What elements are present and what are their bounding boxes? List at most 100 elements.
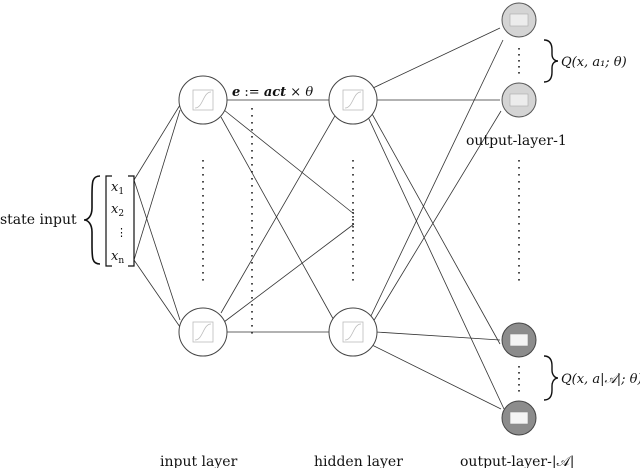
ellipsis-dot [352,167,354,169]
right-curly-brace-top [543,39,559,83]
activation-curve [194,91,212,109]
edge-hidden-bottom-to-output-3 [375,331,501,341]
output-neuron-1 [501,2,537,38]
edge-input-bottom-to-hidden-top [220,113,337,314]
q-value-bottom: Q(x, a|𝒜|; θ) [561,372,640,387]
output-layer-A-label: output-layer-|𝒜| [460,454,575,468]
ellipsis-dot [518,366,520,368]
ellipsis-dot [251,164,253,166]
ellipsis-dot [251,185,253,187]
ellipsis-dot [518,181,520,183]
ellipsis-dot [202,160,204,162]
output-neuron-4 [501,400,537,436]
ellipsis-dot [518,188,520,190]
ellipsis-dot [352,174,354,176]
edge-formula: e := act × θ [232,85,313,100]
ellipsis-dot [202,258,204,260]
vector-dots: ⋮ [116,226,127,239]
ellipsis-dot [518,72,520,74]
hidden-layer-vdots [352,160,354,281]
state-input-label: state input [0,212,77,228]
edge-input-top-to-hidden-mid [223,109,355,215]
edge-input-top-to-hidden-bottom [220,116,337,325]
ellipsis-dot [251,255,253,257]
ellipsis-dot [202,223,204,225]
ellipsis-dot [202,181,204,183]
output-layer-1-label: output-layer-1 [466,133,567,149]
ellipsis-dot [352,223,354,225]
vector-xn: xn [111,249,124,266]
ellipsis-dot [518,390,520,392]
vector-x2: x2 [111,202,124,219]
ellipsis-dot [352,230,354,232]
ellipsis-dot [251,227,253,229]
ellipsis-dot [202,167,204,169]
ellipsis-dot [518,48,520,50]
hidden-layer-neuron-bottom [328,307,378,357]
output-neuron-2 [501,82,537,118]
ellipsis-dot [251,129,253,131]
ellipsis-dot [518,384,520,386]
ellipsis-dot [251,283,253,285]
ellipsis-dot [251,136,253,138]
ellipsis-dot [352,209,354,211]
ellipsis-dot [518,251,520,253]
ellipsis-dot [518,237,520,239]
right-curly-brace-bottom [543,355,559,401]
ellipsis-dot [251,122,253,124]
output-layer-vdots [518,160,520,281]
ellipsis-dot [352,279,354,281]
edge-vector-to-input-top-2 [133,109,181,261]
ellipsis-dot [202,216,204,218]
activation-curve [344,91,362,109]
ellipsis-dot [518,279,520,281]
ellipsis-dot [352,212,354,214]
ellipsis-dot [202,174,204,176]
ellipsis-dot [518,272,520,274]
edge-hidden-top-to-output-4 [367,116,505,410]
ellipsis-dot [251,332,253,334]
ellipsis-dot [251,157,253,159]
vector-x1: x1 [111,180,124,197]
ellipsis-dot [251,290,253,292]
connections [133,27,505,410]
left-square-bracket [105,175,112,267]
ellipsis-dot [251,311,253,313]
ellipsis-dot [518,265,520,267]
ellipsis-dot [251,108,253,110]
ellipsis-dot [202,272,204,274]
ellipsis-dot [251,192,253,194]
ellipsis-dot [352,265,354,267]
output-bottom-vdots [518,366,520,392]
ellipsis-dot [352,244,354,246]
ellipsis-dot [518,244,520,246]
ellipsis-dot [352,216,354,218]
ellipsis-dot [352,195,354,197]
left-curly-brace [83,175,101,265]
hidden-mid-vdots [352,212,354,228]
ellipsis-dot [352,181,354,183]
ellipsis-dot [518,258,520,260]
ellipsis-dot [352,219,354,221]
ellipsis-dot [251,115,253,117]
ellipsis-dot [518,372,520,374]
output-neuron-3 [501,322,537,358]
ellipsis-dot [518,60,520,62]
ellipsis-dot [251,143,253,145]
output-top-vdots [518,48,520,74]
ellipsis-dot [518,160,520,162]
ellipsis-dot [518,66,520,68]
ellipsis-dot [251,318,253,320]
ellipsis-dot [518,209,520,211]
ellipsis-dot [251,297,253,299]
ellipsis-dot [251,269,253,271]
ellipsis-dot [251,276,253,278]
input-layer-neuron-top [178,75,228,125]
ellipsis-dot [251,234,253,236]
ellipsis-dot [518,202,520,204]
ellipsis-dot [251,199,253,201]
ellipsis-dot [202,237,204,239]
ellipsis-dot [251,325,253,327]
ellipsis-dots [202,48,520,392]
ellipsis-dot [518,223,520,225]
